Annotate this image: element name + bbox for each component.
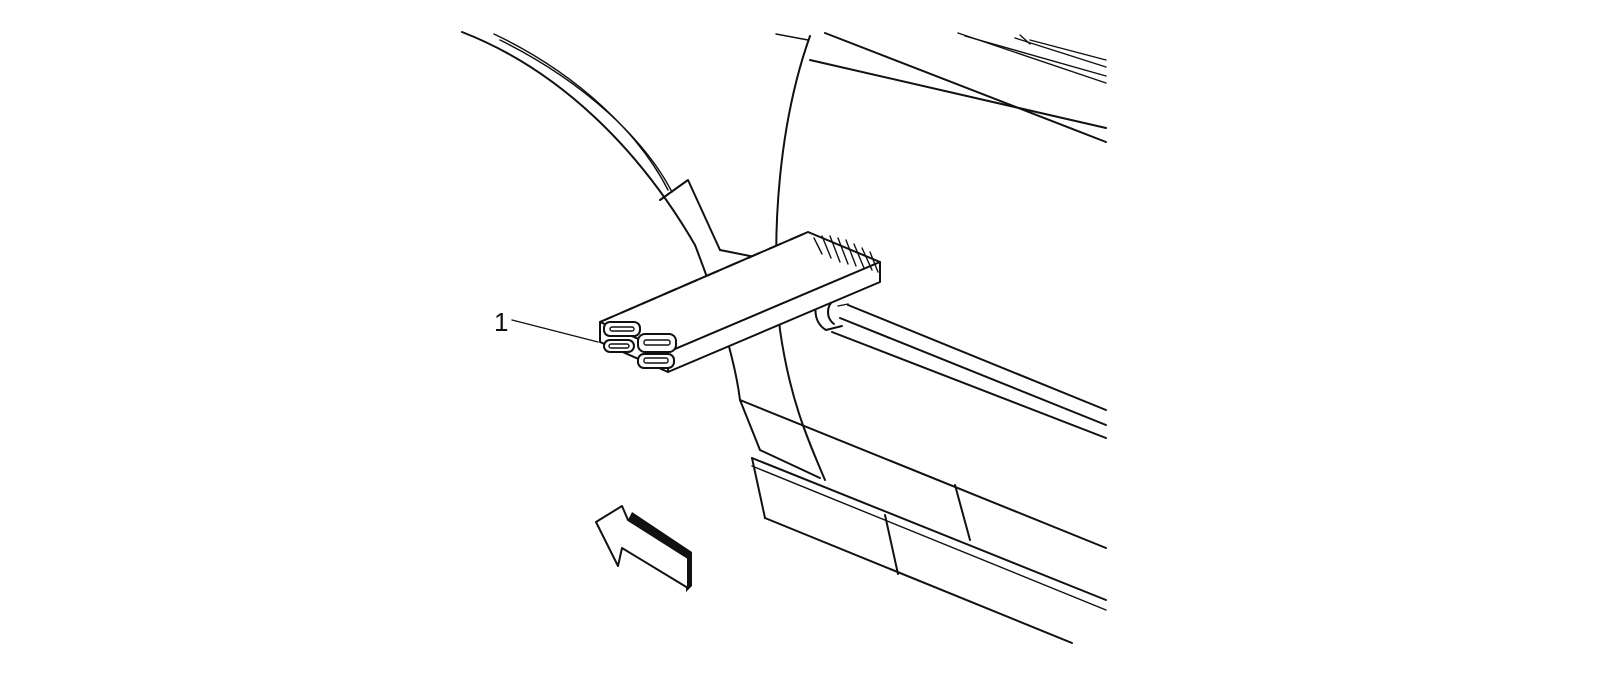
connector-terminal-cavities [603, 321, 677, 369]
door-upper-lines [809, 32, 1107, 143]
connector-hatching [813, 235, 879, 273]
callout-label: 1 [494, 307, 508, 337]
fender-edge [461, 31, 741, 401]
callout-1: 1 [494, 307, 599, 343]
door-molding-lines [831, 304, 1107, 439]
direction-arrow-icon [595, 505, 692, 592]
rocker-panel [739, 399, 1107, 644]
wiring-connector [599, 231, 881, 373]
